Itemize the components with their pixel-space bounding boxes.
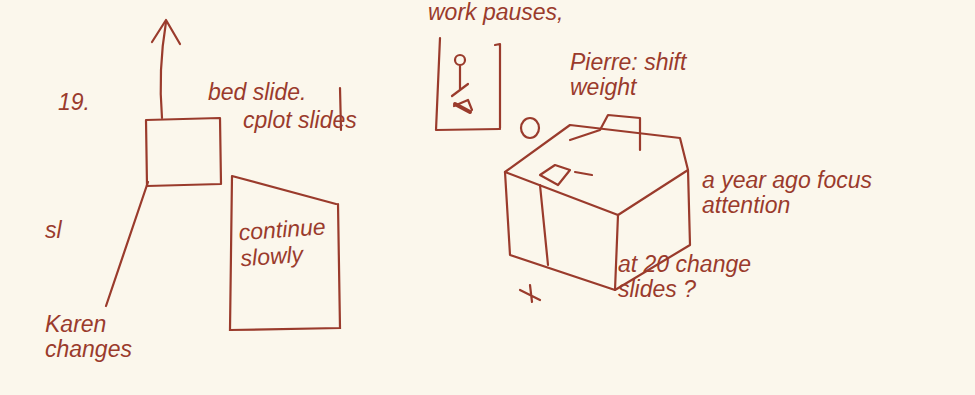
figure-circle [521, 118, 539, 138]
leader-line [106, 182, 148, 306]
bed-edges [540, 185, 618, 290]
handwritten-note: a year ago focus attention [702, 168, 922, 218]
figure-head [455, 55, 465, 65]
arrow-head [152, 20, 180, 44]
small-square [146, 118, 221, 186]
pillow [540, 165, 592, 185]
figure-frame [436, 38, 500, 130]
sketch-box: continue slowly [228, 172, 346, 332]
up-arrow [161, 22, 166, 118]
handwritten-note: sl [45, 218, 85, 243]
headboard [570, 115, 640, 150]
handwritten-note: bed slide. [208, 80, 348, 105]
handwritten-note: cplot slides [243, 108, 383, 133]
handwritten-note: at 20 change slides ? [618, 252, 793, 302]
handwritten-note: Pierre: shift weight [570, 50, 710, 100]
figure-mark [455, 104, 470, 112]
bed-leg-mark [520, 285, 540, 302]
figure-frame [495, 44, 500, 128]
box-text: continue slowly [225, 168, 349, 272]
handwritten-note: work pauses, [428, 0, 628, 25]
handwritten-note: Karen changes [45, 312, 140, 362]
handwritten-note: 19. [58, 90, 108, 115]
bed-top [505, 125, 688, 215]
